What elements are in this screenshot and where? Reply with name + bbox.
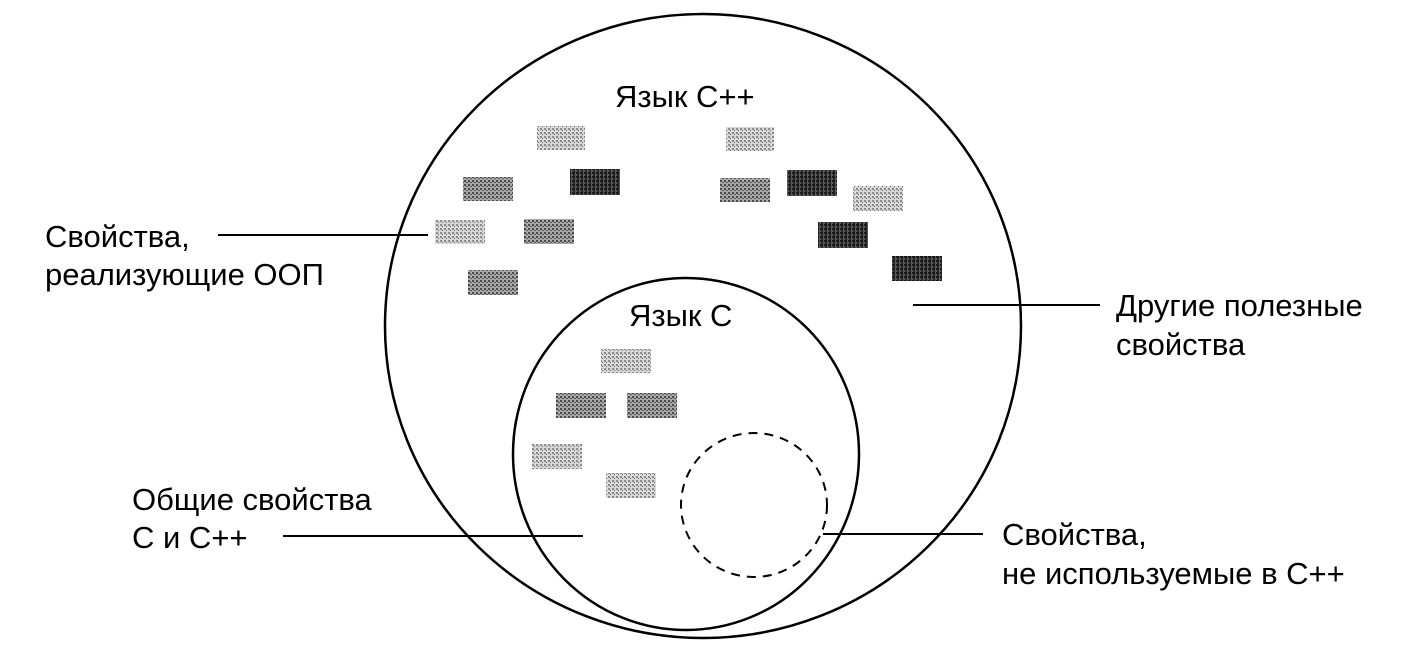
cpp-circle [383, 12, 1023, 640]
c-feature-blocks [532, 349, 677, 498]
common-label-line2: С и С++ [132, 520, 248, 555]
other-label-line1: Другие полезные [1116, 288, 1363, 323]
unused-label-line1: Свойства, [1002, 517, 1147, 552]
feature-block [468, 270, 518, 295]
feature-block [627, 393, 677, 418]
feature-block [601, 349, 651, 373]
cpp-feature-blocks [435, 126, 942, 295]
unused-features-circle [680, 432, 828, 578]
feature-block [720, 178, 770, 202]
other-label-line2: свойства [1116, 327, 1246, 362]
feature-block [524, 219, 574, 244]
c-circle [511, 276, 861, 632]
feature-block [435, 220, 485, 244]
feature-block [726, 127, 774, 151]
feature-block [892, 256, 942, 281]
feature-block [853, 186, 903, 211]
unused-label-line2: не используемые в С++ [1002, 556, 1345, 591]
feature-block [537, 126, 585, 150]
feature-block [532, 444, 582, 469]
c-language-title: Язык С [629, 298, 732, 333]
oop-label-line2: реализующие ООП [45, 257, 324, 292]
feature-block [570, 169, 620, 195]
feature-block [787, 170, 837, 196]
feature-block [463, 177, 513, 201]
common-label-line1: Общие свойства [132, 482, 373, 517]
oop-label-line1: Свойства, [45, 219, 190, 254]
feature-block [556, 393, 606, 418]
cpp-language-title: Язык С++ [615, 79, 755, 114]
feature-block [818, 222, 868, 248]
feature-block [606, 473, 656, 498]
